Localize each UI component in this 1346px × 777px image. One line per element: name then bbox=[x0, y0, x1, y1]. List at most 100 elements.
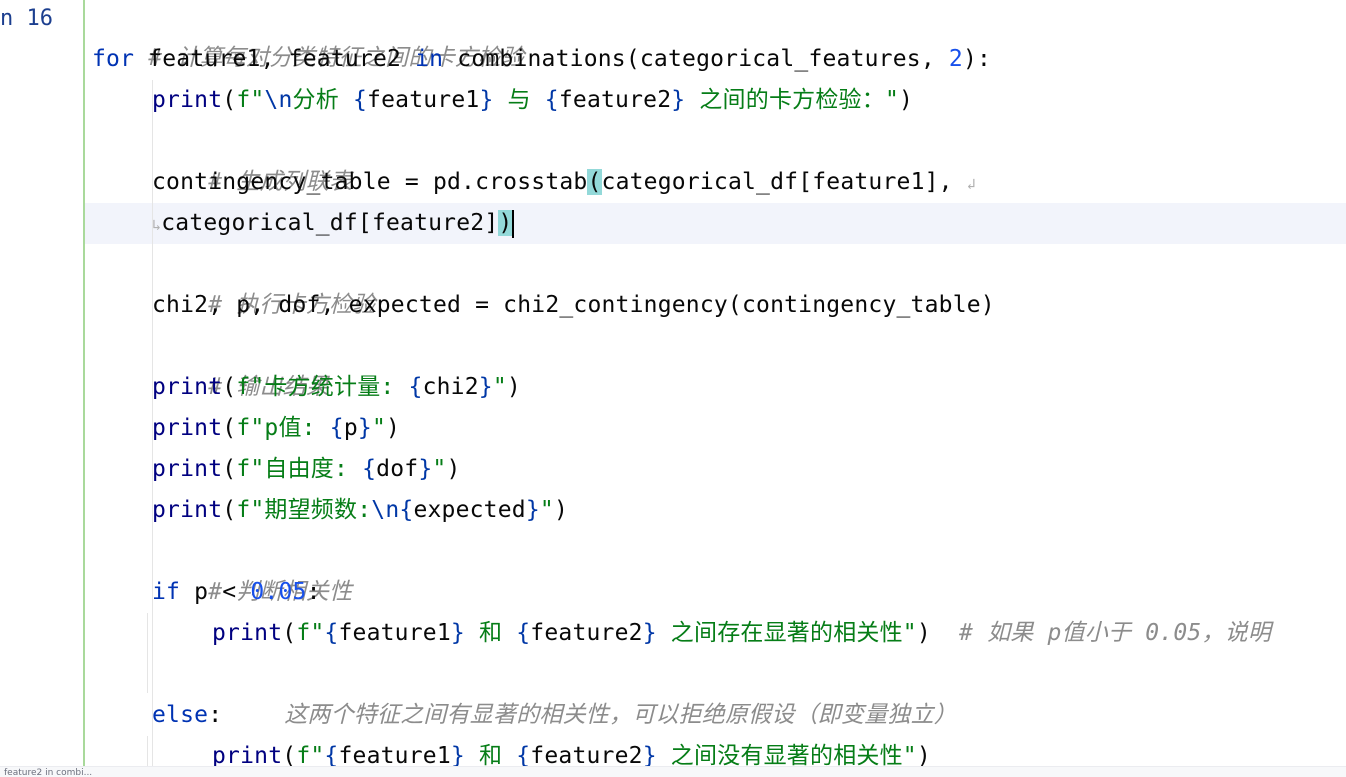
code-line-16[interactable]: else: bbox=[152, 695, 222, 736]
fstring-brace: } bbox=[671, 87, 686, 113]
escape-sequence: \n bbox=[264, 87, 293, 113]
fstring-brace: } bbox=[642, 620, 657, 646]
keyword-in: in bbox=[415, 46, 444, 72]
line-number-gutter[interactable]: n 16 1 2 3 4 5 6 7 8 9 10 11 12 13 14 15… bbox=[0, 0, 83, 777]
fstring-brace: { bbox=[516, 620, 531, 646]
code-line-4[interactable]: # 生成列联表 bbox=[152, 121, 352, 195]
fstring-brace: } bbox=[357, 415, 372, 441]
fstring-brace: { bbox=[324, 743, 339, 769]
paren: ) bbox=[916, 743, 931, 769]
fstring-var: feature1 bbox=[367, 87, 480, 113]
editor-breadcrumb-bar[interactable]: feature2 in combi... bbox=[0, 766, 1346, 777]
string-literal: f" bbox=[296, 743, 325, 769]
builtin-print: print bbox=[152, 87, 223, 113]
code-text: contingency_table = pd.crosstab bbox=[152, 169, 588, 195]
string-literal: " bbox=[492, 374, 507, 400]
escape-sequence: \n bbox=[371, 497, 400, 523]
fstring-var: expected bbox=[413, 497, 526, 523]
comment: # 计算每对分类特征之间的卡方检验 bbox=[148, 45, 525, 71]
code-line-15[interactable]: print(f"{feature1} 和 {feature2} 之间存在显著的相… bbox=[212, 613, 1271, 654]
code-line-2[interactable]: for feature1, feature2 in combinations(c… bbox=[92, 39, 991, 80]
matched-paren-open: ( bbox=[587, 169, 602, 195]
code-line-9[interactable]: print(f"卡方统计量: {chi2}") bbox=[152, 367, 521, 408]
string-literal: 和 bbox=[464, 743, 517, 769]
fstring-var: feature2 bbox=[530, 743, 643, 769]
number-literal: 0.05 bbox=[250, 579, 307, 605]
code-text: combinations(categorical_features, bbox=[443, 46, 949, 72]
paren: ) bbox=[899, 87, 914, 113]
keyword-for: for bbox=[92, 46, 135, 72]
fstring-var: dof bbox=[376, 456, 419, 482]
keyword-if: if bbox=[152, 579, 181, 605]
string-literal: 之间没有显著的相关性" bbox=[656, 743, 917, 769]
keyword-else: else bbox=[152, 702, 209, 728]
string-literal: f"p值: bbox=[236, 415, 330, 441]
code-line-12[interactable]: print(f"期望频数:\n{expected}") bbox=[152, 490, 568, 531]
string-literal: 分析 bbox=[292, 87, 353, 113]
code-line-11[interactable]: print(f"自由度: {dof}") bbox=[152, 449, 461, 490]
fstring-brace: { bbox=[329, 415, 344, 441]
breadcrumb[interactable]: feature2 in combi... bbox=[4, 768, 93, 777]
string-literal: f"期望频数: bbox=[236, 497, 372, 523]
code-line-6[interactable]: # 执行卡方检验 bbox=[152, 244, 376, 318]
builtin-print: print bbox=[152, 497, 223, 523]
soft-wrap-icon: ↲ bbox=[966, 175, 976, 193]
builtin-print: print bbox=[152, 456, 223, 482]
fstring-brace: { bbox=[352, 87, 368, 113]
fstring-brace: { bbox=[399, 497, 414, 523]
code-text: categorical_df[feature2] bbox=[161, 210, 499, 236]
indent-guide bbox=[147, 613, 148, 693]
fstring-var: chi2 bbox=[422, 374, 479, 400]
paren: ( bbox=[222, 415, 237, 441]
builtin-print: print bbox=[212, 743, 283, 769]
code-line-17[interactable]: print(f"{feature1} 和 {feature2} 之间没有显著的相… bbox=[212, 736, 931, 777]
paren: ) bbox=[506, 374, 521, 400]
string-literal: " bbox=[432, 456, 447, 482]
comment: 这两个特征之间有显著的相关性，可以拒绝原假设（即变量独立） bbox=[284, 702, 958, 728]
fstring-var: p bbox=[343, 415, 358, 441]
indent-guide bbox=[147, 736, 148, 766]
fstring-brace: } bbox=[450, 743, 465, 769]
paren: ) bbox=[916, 620, 931, 646]
string-literal: f"自由度: bbox=[236, 456, 363, 482]
paren: ( bbox=[222, 497, 237, 523]
code-line-5[interactable]: contingency_table = pd.crosstab(categori… bbox=[152, 162, 976, 203]
code-line-14[interactable]: if p < 0.05: bbox=[152, 572, 321, 613]
code-line-10[interactable]: print(f"p值: {p}") bbox=[152, 408, 400, 449]
soft-wrap-continuation-icon: ↳ bbox=[152, 216, 162, 234]
builtin-print: print bbox=[152, 374, 223, 400]
paren: ( bbox=[282, 743, 297, 769]
comment: # 执行卡方检验 bbox=[208, 292, 376, 318]
string-literal: " bbox=[539, 497, 554, 523]
code-line-13[interactable]: # 判断相关性 bbox=[152, 531, 352, 605]
fstring-brace: { bbox=[362, 456, 377, 482]
code-line-15-wrapped[interactable]: 这两个特征之间有显著的相关性，可以拒绝原假设（即变量独立） bbox=[228, 654, 957, 728]
fstring-brace: { bbox=[516, 743, 531, 769]
comment: # 输出结果 bbox=[208, 374, 330, 400]
code-text: : bbox=[208, 702, 223, 728]
text-caret bbox=[512, 209, 515, 238]
fstring-brace: } bbox=[525, 497, 540, 523]
comment: # 判断相关性 bbox=[208, 579, 353, 605]
fstring-brace: { bbox=[324, 620, 339, 646]
fstring-brace: } bbox=[479, 87, 494, 113]
code-line-3[interactable]: print(f"\n分析 {feature1} 与 {feature2} 之间的… bbox=[152, 80, 913, 121]
fstring-brace: } bbox=[642, 743, 657, 769]
number-literal: 2 bbox=[948, 46, 963, 72]
fstring-brace: } bbox=[478, 374, 493, 400]
fstring-var: feature2 bbox=[530, 620, 643, 646]
matched-paren-close: ) bbox=[498, 210, 513, 236]
paren: ) bbox=[446, 456, 461, 482]
string-literal: f"卡方统计量: bbox=[236, 374, 409, 400]
code-line-1[interactable]: # 计算每对分类特征之间的卡方检验 bbox=[92, 0, 524, 71]
string-literal: 和 bbox=[464, 620, 517, 646]
code-line-8[interactable]: # 输出结果 bbox=[152, 326, 329, 400]
string-literal: f" bbox=[236, 87, 265, 113]
fstring-var: feature1 bbox=[338, 743, 451, 769]
code-line-5-wrapped[interactable]: ↳categorical_df[feature2]) bbox=[152, 203, 515, 244]
fstring-brace: { bbox=[544, 87, 559, 113]
current-line-highlight bbox=[0, 203, 1346, 244]
code-line-7[interactable]: chi2, p, dof, expected = chi2_contingenc… bbox=[152, 285, 995, 326]
code-text: feature1, feature2 bbox=[134, 46, 416, 72]
